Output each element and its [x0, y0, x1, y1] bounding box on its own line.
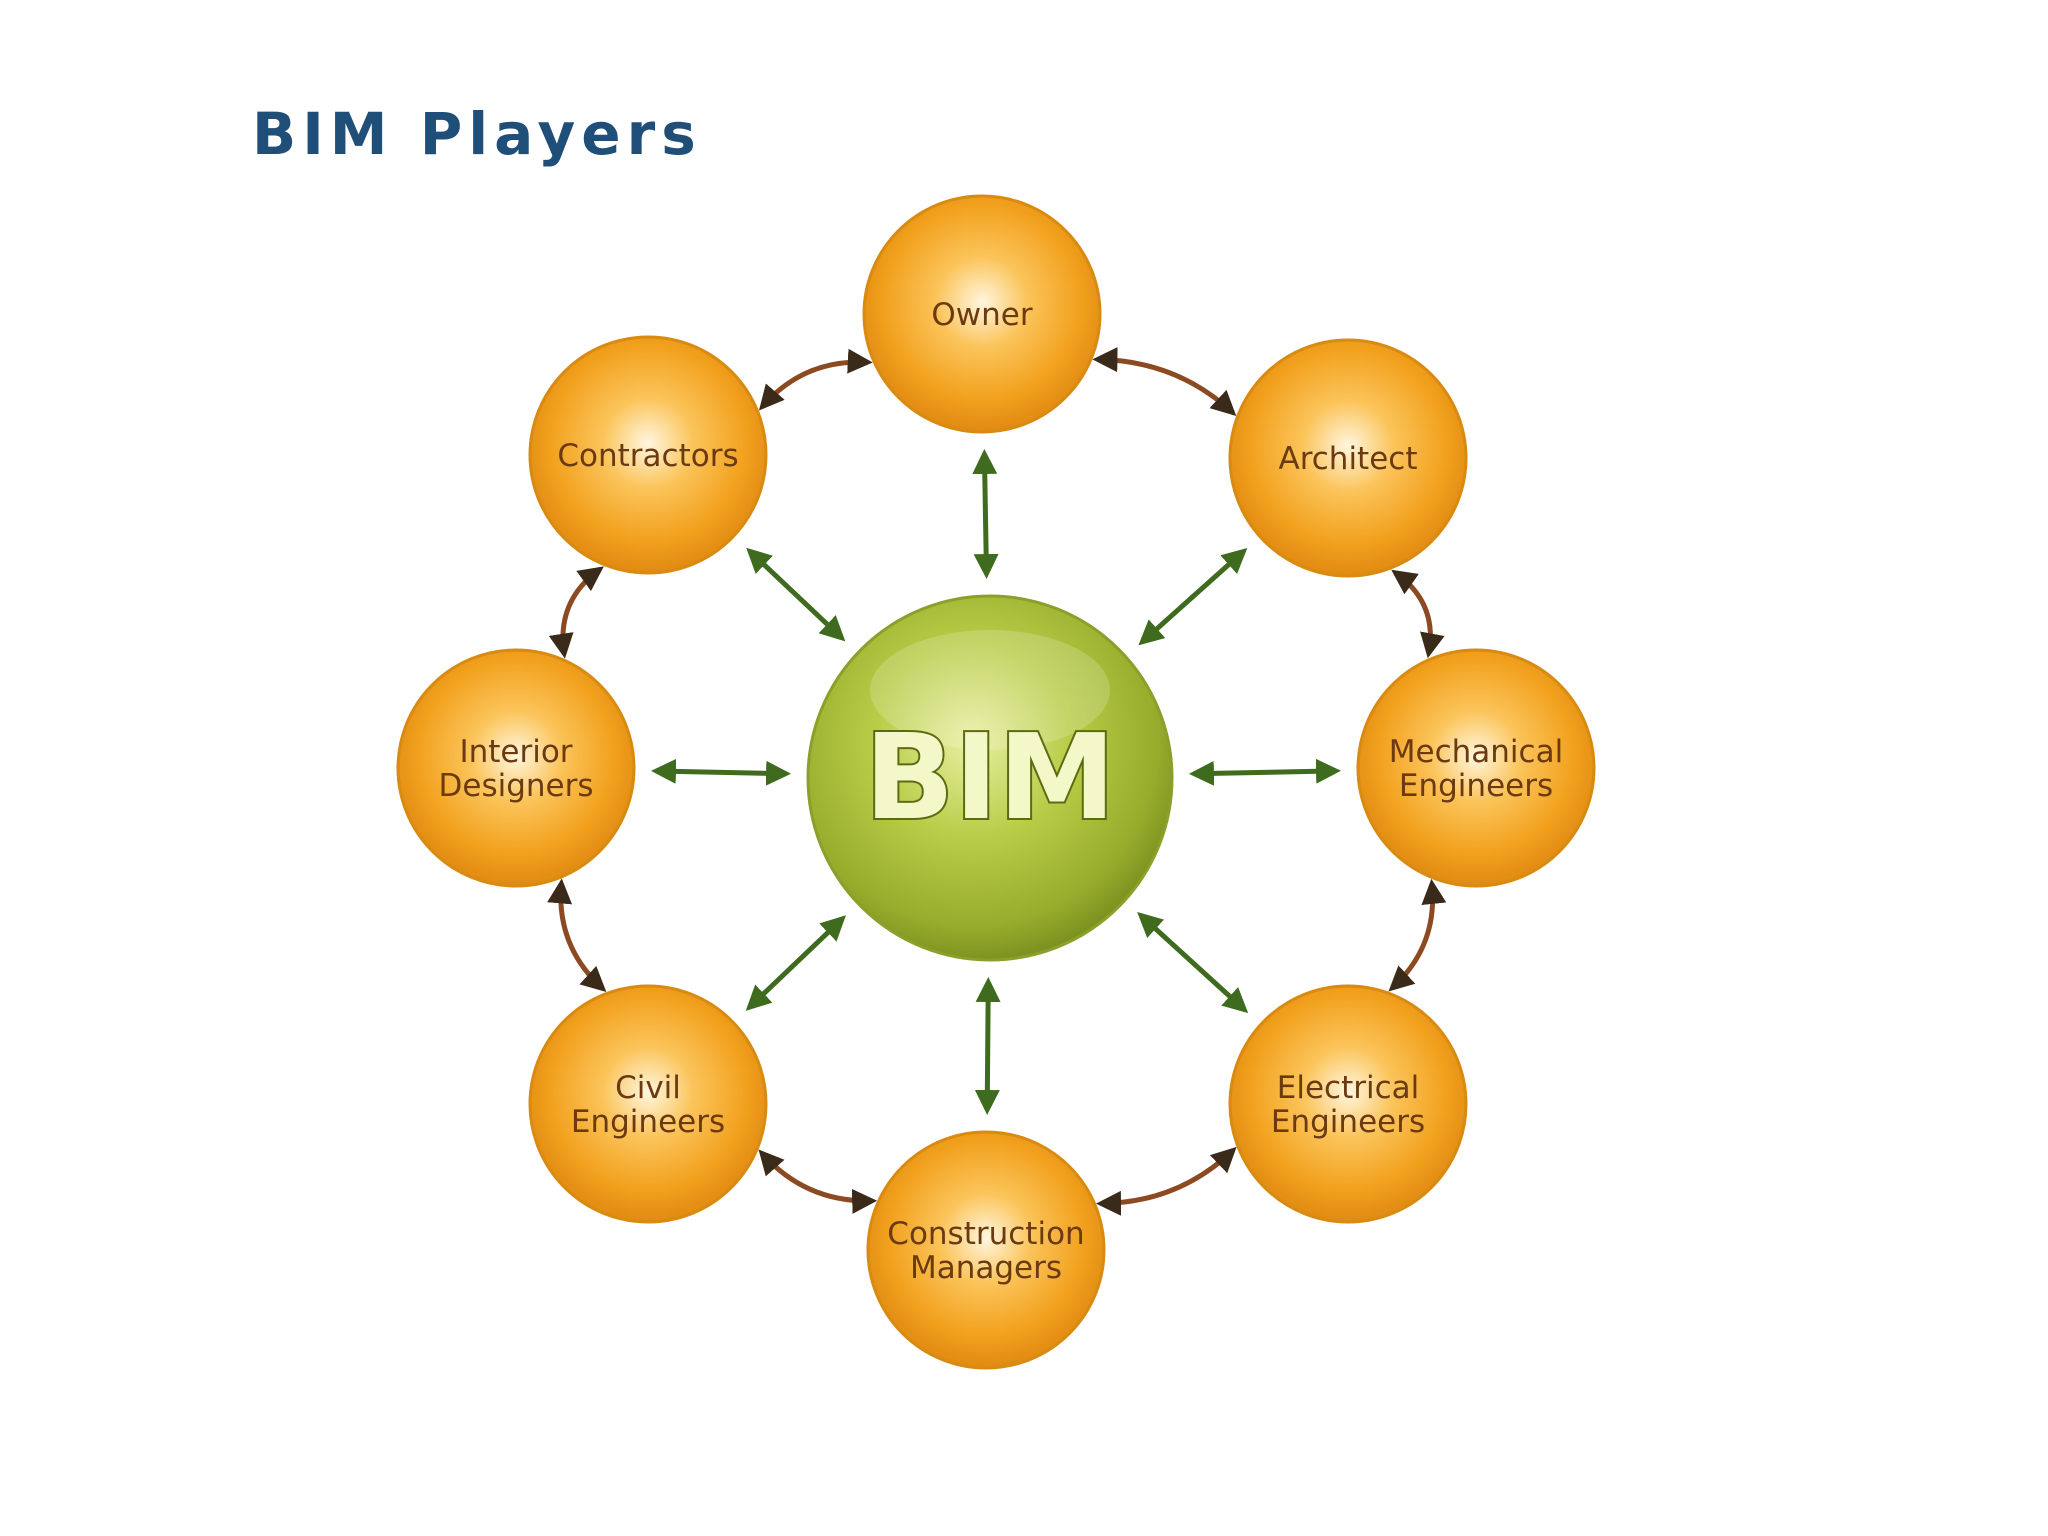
ring-arrow-architect-to-mechanical-engineers [1391, 569, 1445, 659]
node-label-owner: Owner [931, 297, 1032, 333]
ring-arrow-contractors-to-owner [758, 348, 873, 411]
ring-arrow-owner-to-architect [1092, 347, 1237, 417]
node-circle-owner [862, 194, 1102, 434]
node-circle-civil-engineers [528, 984, 768, 1224]
node-circle-architect [1228, 338, 1468, 578]
ring-arrow-interior-designers-to-contractors [548, 566, 604, 659]
node-label-interior-designers: Designers [439, 768, 594, 804]
bim-center-label: BIM [864, 708, 1115, 846]
node-circle-contractors [528, 335, 768, 575]
spoke-arrow-construction-managers [974, 976, 1001, 1116]
ring-arrows [547, 347, 1447, 1216]
node-label-architect: Architect [1278, 441, 1417, 477]
spoke-arrows [650, 448, 1342, 1116]
ring-arrow-construction-managers-to-civil-engineers [758, 1149, 878, 1214]
node-owner: Owner [862, 194, 1102, 434]
ring-arrow-mechanical-engineers-to-electrical-engineers [1388, 878, 1447, 992]
node-circle-interior-designers [396, 648, 636, 888]
spoke-arrow-interior-designers [650, 758, 792, 786]
node-architect: Architect [1228, 338, 1468, 578]
node-label-construction-managers: Construction [887, 1216, 1084, 1252]
node-label-construction-managers: Managers [910, 1250, 1062, 1286]
spoke-arrow-contractors [746, 547, 846, 642]
spoke-arrow-electrical-engineers [1137, 911, 1249, 1014]
node-label-electrical-engineers: Electrical [1277, 1070, 1419, 1106]
node-label-interior-designers: Interior [459, 734, 572, 770]
node-label-civil-engineers: Civil [615, 1070, 681, 1106]
player-nodes: OwnerArchitectMechanicalEngineersElectri… [396, 194, 1596, 1370]
ring-arrow-electrical-engineers-to-construction-managers [1096, 1146, 1237, 1216]
node-label-electrical-engineers: Engineers [1271, 1104, 1425, 1140]
node-contractors: Contractors [528, 335, 768, 575]
node-circle-electrical-engineers [1228, 984, 1468, 1224]
node-label-civil-engineers: Engineers [571, 1104, 725, 1140]
page-title: BIM Players [252, 100, 702, 168]
ring-arrow-civil-engineers-to-interior-designers [547, 878, 607, 992]
node-circle-construction-managers [866, 1130, 1106, 1370]
spoke-arrow-owner [972, 448, 999, 580]
node-label-mechanical-engineers: Mechanical [1389, 734, 1563, 770]
bim-center-node: BIM [806, 594, 1174, 962]
spoke-arrow-architect [1138, 547, 1248, 646]
spoke-arrow-civil-engineers [745, 915, 846, 1011]
spoke-arrow-mechanical-engineers [1188, 758, 1342, 786]
node-label-mechanical-engineers: Engineers [1399, 768, 1553, 804]
node-label-contractors: Contractors [557, 438, 738, 474]
node-circle-mechanical-engineers [1356, 648, 1596, 888]
